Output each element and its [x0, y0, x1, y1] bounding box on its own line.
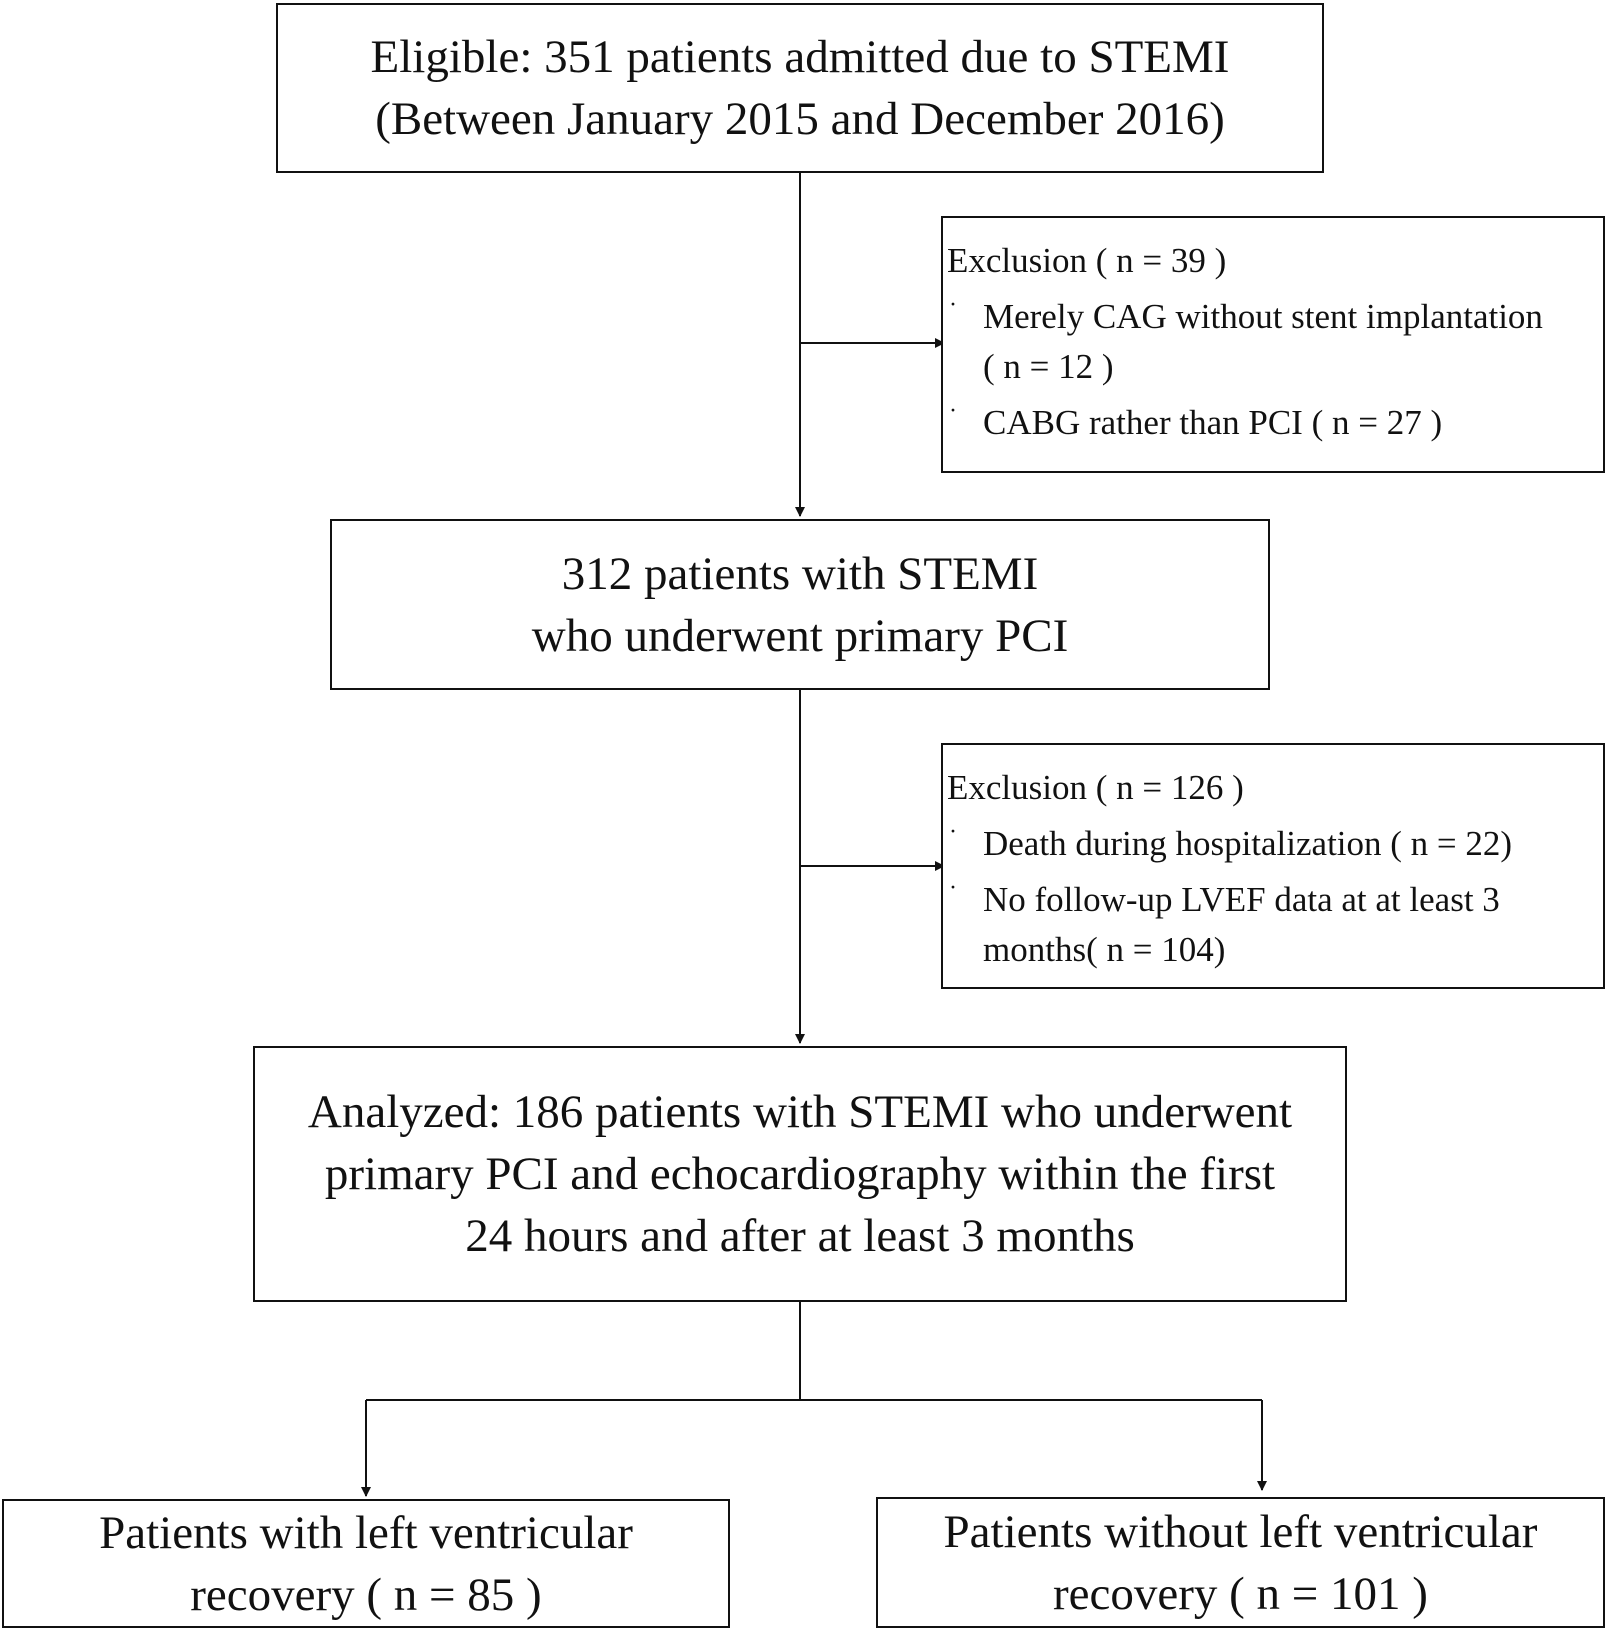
- exclusion-1-item-2-line-1: CABG rather than PCI ( n = 27 ): [983, 403, 1443, 442]
- recovery-line-1: Patients with left ventricular: [99, 1506, 633, 1559]
- recovery-line-2: recovery ( n = 85 ): [190, 1568, 542, 1621]
- bullet-icon: ·: [949, 875, 957, 901]
- primary-pci-box: 312 patients with STEMI who underwent pr…: [330, 519, 1270, 690]
- exclusion-2-item-2-line-1: No follow-up LVEF data at at least 3: [983, 880, 1500, 919]
- bullet-icon: ·: [949, 398, 957, 424]
- exclusion-2-list: · Death during hospitalization ( n = 22)…: [947, 819, 1603, 975]
- exclusion-box-1: Exclusion ( n = 39 ) · Merely CAG withou…: [941, 216, 1605, 473]
- exclusion-1-item-stent: · Merely CAG without stent implantation …: [947, 292, 1603, 392]
- exclusion-1-title: Exclusion ( n = 39 ): [947, 241, 1227, 280]
- exclusion-2-title: Exclusion ( n = 126 ): [947, 768, 1244, 807]
- primary-pci-line-1: 312 patients with STEMI: [561, 547, 1039, 600]
- exclusion-1-item-cabg: · CABG rather than PCI ( n = 27 ): [947, 398, 1603, 448]
- no-recovery-line-2: recovery ( n = 101 ): [1053, 1567, 1428, 1620]
- exclusion-1-item-1-line-2: ( n = 12 ): [983, 347, 1114, 386]
- no-recovery-line-1: Patients without left ventricular: [943, 1505, 1538, 1558]
- eligible-line-2: (Between January 2015 and December 2016): [375, 93, 1225, 145]
- exclusion-1-list: · Merely CAG without stent implantation …: [947, 292, 1603, 448]
- exclusion-1-item-1-line-1: Merely CAG without stent implantation: [983, 297, 1543, 336]
- recovery-box: Patients with left ventricular recovery …: [2, 1499, 730, 1628]
- eligible-box: Eligible: 351 patients admitted due to S…: [276, 3, 1324, 173]
- primary-pci-line-2: who underwent primary PCI: [531, 609, 1069, 662]
- exclusion-2-item-2-line-2: months( n = 104): [983, 930, 1226, 969]
- analyzed-box: Analyzed: 186 patients with STEMI who un…: [253, 1046, 1347, 1302]
- exclusion-2-item-death: · Death during hospitalization ( n = 22): [947, 819, 1603, 869]
- eligible-line-1: Eligible: 351 patients admitted due to S…: [370, 31, 1230, 83]
- analyzed-line-3: 24 hours and after at least 3 months: [465, 1210, 1135, 1262]
- exclusion-box-2: Exclusion ( n = 126 ) · Death during hos…: [941, 743, 1605, 989]
- no-recovery-box: Patients without left ventricular recove…: [876, 1497, 1605, 1628]
- bullet-icon: ·: [949, 292, 957, 318]
- analyzed-line-2: primary PCI and echocardiography within …: [324, 1148, 1276, 1200]
- exclusion-2-item-1-line-1: Death during hospitalization ( n = 22): [983, 824, 1513, 863]
- bullet-icon: ·: [949, 819, 957, 845]
- analyzed-line-1: Analyzed: 186 patients with STEMI who un…: [307, 1086, 1293, 1138]
- exclusion-2-item-no-followup: · No follow-up LVEF data at at least 3 m…: [947, 875, 1603, 975]
